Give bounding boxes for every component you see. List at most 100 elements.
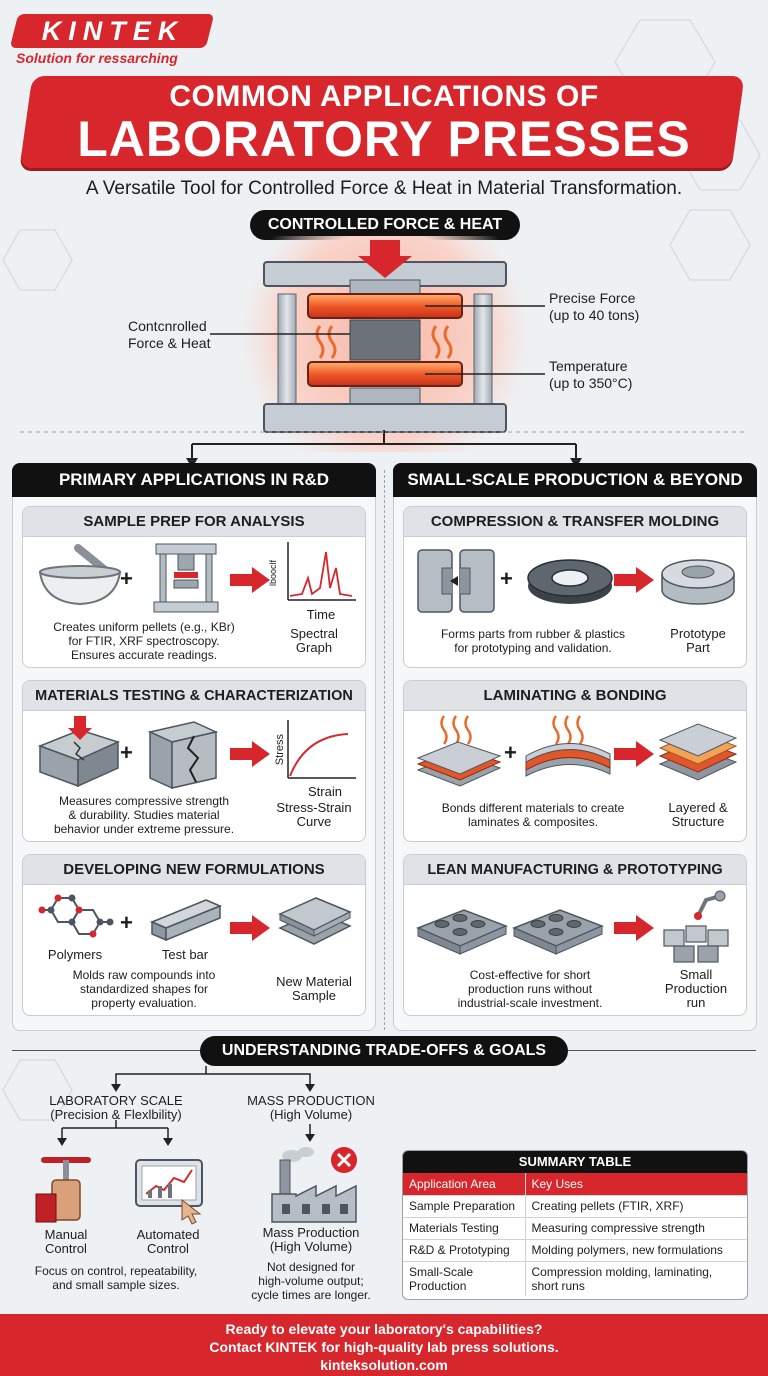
- controlled-label: Contcnrolled Force & Heat: [128, 318, 211, 351]
- input-label: Polymers: [47, 947, 103, 962]
- force-label: Precise Force (up to 40 tons): [549, 290, 640, 323]
- logo-brand: KINTEK: [41, 16, 185, 46]
- table-header-cell: Application Area: [403, 1173, 526, 1195]
- footer-website-link[interactable]: kinteksolution.com: [320, 1357, 448, 1373]
- press-header: CONTROLLED FORCE & HEAT: [250, 210, 520, 240]
- card-title: DEVELOPING NEW FORMULATIONS: [23, 855, 365, 885]
- arrow-right-icon: [614, 741, 654, 767]
- press-mini-icon: [153, 543, 219, 613]
- title-line-1: COMMON APPLICATIONS OF: [169, 80, 599, 113]
- card-title: LAMINATING & BONDING: [404, 681, 746, 711]
- arrow-right-icon: [230, 915, 270, 941]
- summary-table-grid: Application Area Key Uses Sample Prepara…: [403, 1173, 747, 1296]
- rubber-ring-icon: [527, 559, 613, 604]
- table-cell: Measuring compressive strength: [525, 1216, 747, 1239]
- table-header-row: Application Area Key Uses: [403, 1173, 747, 1195]
- column-divider: [384, 470, 385, 1030]
- subtitle: A Versatile Tool for Controlled Force & …: [85, 178, 683, 199]
- polymer-molecule-icon: [38, 894, 114, 938]
- title-line-2: LABORATORY PRESSES: [77, 111, 691, 167]
- logo-tagline: Solution for ressarching: [16, 50, 178, 66]
- manual-control-label: Manual Control: [44, 1227, 88, 1256]
- manual-hand-lever-icon: [35, 1157, 91, 1223]
- table-row: Small-Scale Production Compression moldi…: [403, 1260, 747, 1296]
- plus-icon: +: [120, 740, 133, 765]
- result-label: Layered & Structure: [668, 800, 728, 829]
- footer-cta: Ready to elevate your laboratory's capab…: [0, 1314, 768, 1376]
- table-cell: Materials Testing: [403, 1216, 526, 1239]
- footer-line: Contact KINTEK for high-quality lab pres…: [209, 1339, 559, 1355]
- card-title: SAMPLE PREP FOR ANALYSIS: [23, 507, 365, 537]
- bonded-layers-icon: [525, 715, 611, 777]
- card-caption: Measures compressive strength & durabili…: [53, 794, 235, 836]
- arrow-right-icon: [614, 915, 654, 941]
- y-axis-label: lbooclf: [268, 559, 278, 586]
- table-row: R&D & Prototyping Molding polymers, new …: [403, 1238, 747, 1261]
- card-title: MATERIALS TESTING & CHARACTERIZATION: [23, 681, 365, 711]
- table-cell: Small-Scale Production: [403, 1260, 526, 1296]
- card-title: LEAN MANUFACTURING & PROTOTYPING: [404, 855, 746, 885]
- result-label: Spectral Graph: [290, 626, 338, 655]
- result-label: Stress-Strain Curve: [276, 800, 352, 829]
- card-caption: Cost-effective for short production runs…: [457, 968, 603, 1010]
- plus-icon: +: [120, 566, 133, 591]
- left-section-header: PRIMARY APPLICATIONS IN R&D: [12, 463, 376, 497]
- lab-scale-caption: Focus on control, repeatability, and sma…: [34, 1264, 198, 1292]
- mass-production-caption: Not designed for high-volume output; cyc…: [251, 1260, 371, 1302]
- table-cell: Molding polymers, new formulations: [525, 1238, 747, 1261]
- result-label: Small Production run: [664, 967, 728, 1010]
- mold-tray-icon: [512, 909, 604, 955]
- result-label: Prototype Part: [670, 626, 726, 655]
- cracked-block-icon: [37, 716, 121, 788]
- summary-title: SUMMARY TABLE: [403, 1151, 747, 1173]
- tradeoffs-header: UNDERSTANDING TRADE-OFFS & GOALS: [200, 1036, 568, 1066]
- material-sample-icon: [278, 897, 352, 945]
- table-row: Sample Preparation Creating pellets (FTI…: [403, 1194, 747, 1217]
- table-header-cell: Key Uses: [531, 1176, 583, 1191]
- factory-icon: [271, 1147, 357, 1223]
- laminate-layers-icon: [416, 715, 502, 787]
- arrow-right-icon: [230, 567, 270, 593]
- automated-control-label: Automated Control: [136, 1227, 200, 1256]
- plus-icon: +: [500, 566, 513, 591]
- spectral-graph-icon: [287, 542, 356, 601]
- table-cell: R&D & Prototyping: [403, 1238, 526, 1261]
- mortar-pestle-icon: [38, 544, 122, 606]
- footer-line: Ready to elevate your laboratory's capab…: [225, 1321, 543, 1337]
- mold-icon: [417, 549, 495, 613]
- summary-table: SUMMARY TABLE Application Area Key Uses …: [402, 1150, 748, 1300]
- table-cell: Sample Preparation: [403, 1194, 526, 1217]
- card-caption: Bonds different materials to create lami…: [441, 801, 625, 829]
- mold-tray-icon: [416, 909, 508, 955]
- temperature-label: Temperature (up to 350°C): [549, 358, 633, 391]
- card-title: COMPRESSION & TRANSFER MOLDING: [404, 507, 746, 537]
- result-label: New Material Sample: [276, 974, 352, 1003]
- test-bar-icon: [150, 899, 222, 942]
- mass-production-heading: MASS PRODUCTION (High Volume): [247, 1093, 375, 1122]
- automated-monitor-icon: [135, 1159, 203, 1225]
- press-illustration: [210, 236, 545, 452]
- y-axis-label: Stress: [274, 734, 286, 766]
- lab-scale-heading: LABORATORY SCALE (Precision & Flexlbilit…: [49, 1093, 183, 1122]
- arrow-right-icon: [230, 741, 270, 767]
- layered-structure-icon: [658, 723, 738, 781]
- stress-strain-graph-icon: [287, 720, 356, 779]
- card-caption: Forms parts from rubber & plastics for p…: [440, 627, 626, 655]
- table-row: Materials Testing Measuring compressive …: [403, 1216, 747, 1239]
- table-cell: Compression molding, laminating, short r…: [525, 1260, 747, 1296]
- arrow-right-icon: [614, 567, 654, 593]
- plus-icon: +: [120, 910, 133, 935]
- card-caption: Creates uniform pellets (e.g., KBr) for …: [53, 620, 235, 662]
- right-section-header: SMALL-SCALE PRODUCTION & BEYOND: [393, 463, 757, 497]
- x-axis-label: Time: [306, 607, 336, 622]
- x-axis-label: Strain: [308, 784, 342, 799]
- fractured-cube-icon: [147, 721, 219, 790]
- plus-icon: +: [504, 740, 517, 765]
- card-caption: Molds raw compounds into standardized sh…: [72, 968, 216, 1010]
- prototype-part-icon: [661, 559, 735, 605]
- input-label: Test bar: [161, 947, 209, 962]
- tradeoffs-connectors: [57, 1066, 315, 1146]
- robot-arm-production-icon: [663, 890, 729, 963]
- mass-production-label: Mass Production (High Volume): [262, 1225, 360, 1254]
- table-cell: Creating pellets (FTIR, XRF): [525, 1194, 747, 1217]
